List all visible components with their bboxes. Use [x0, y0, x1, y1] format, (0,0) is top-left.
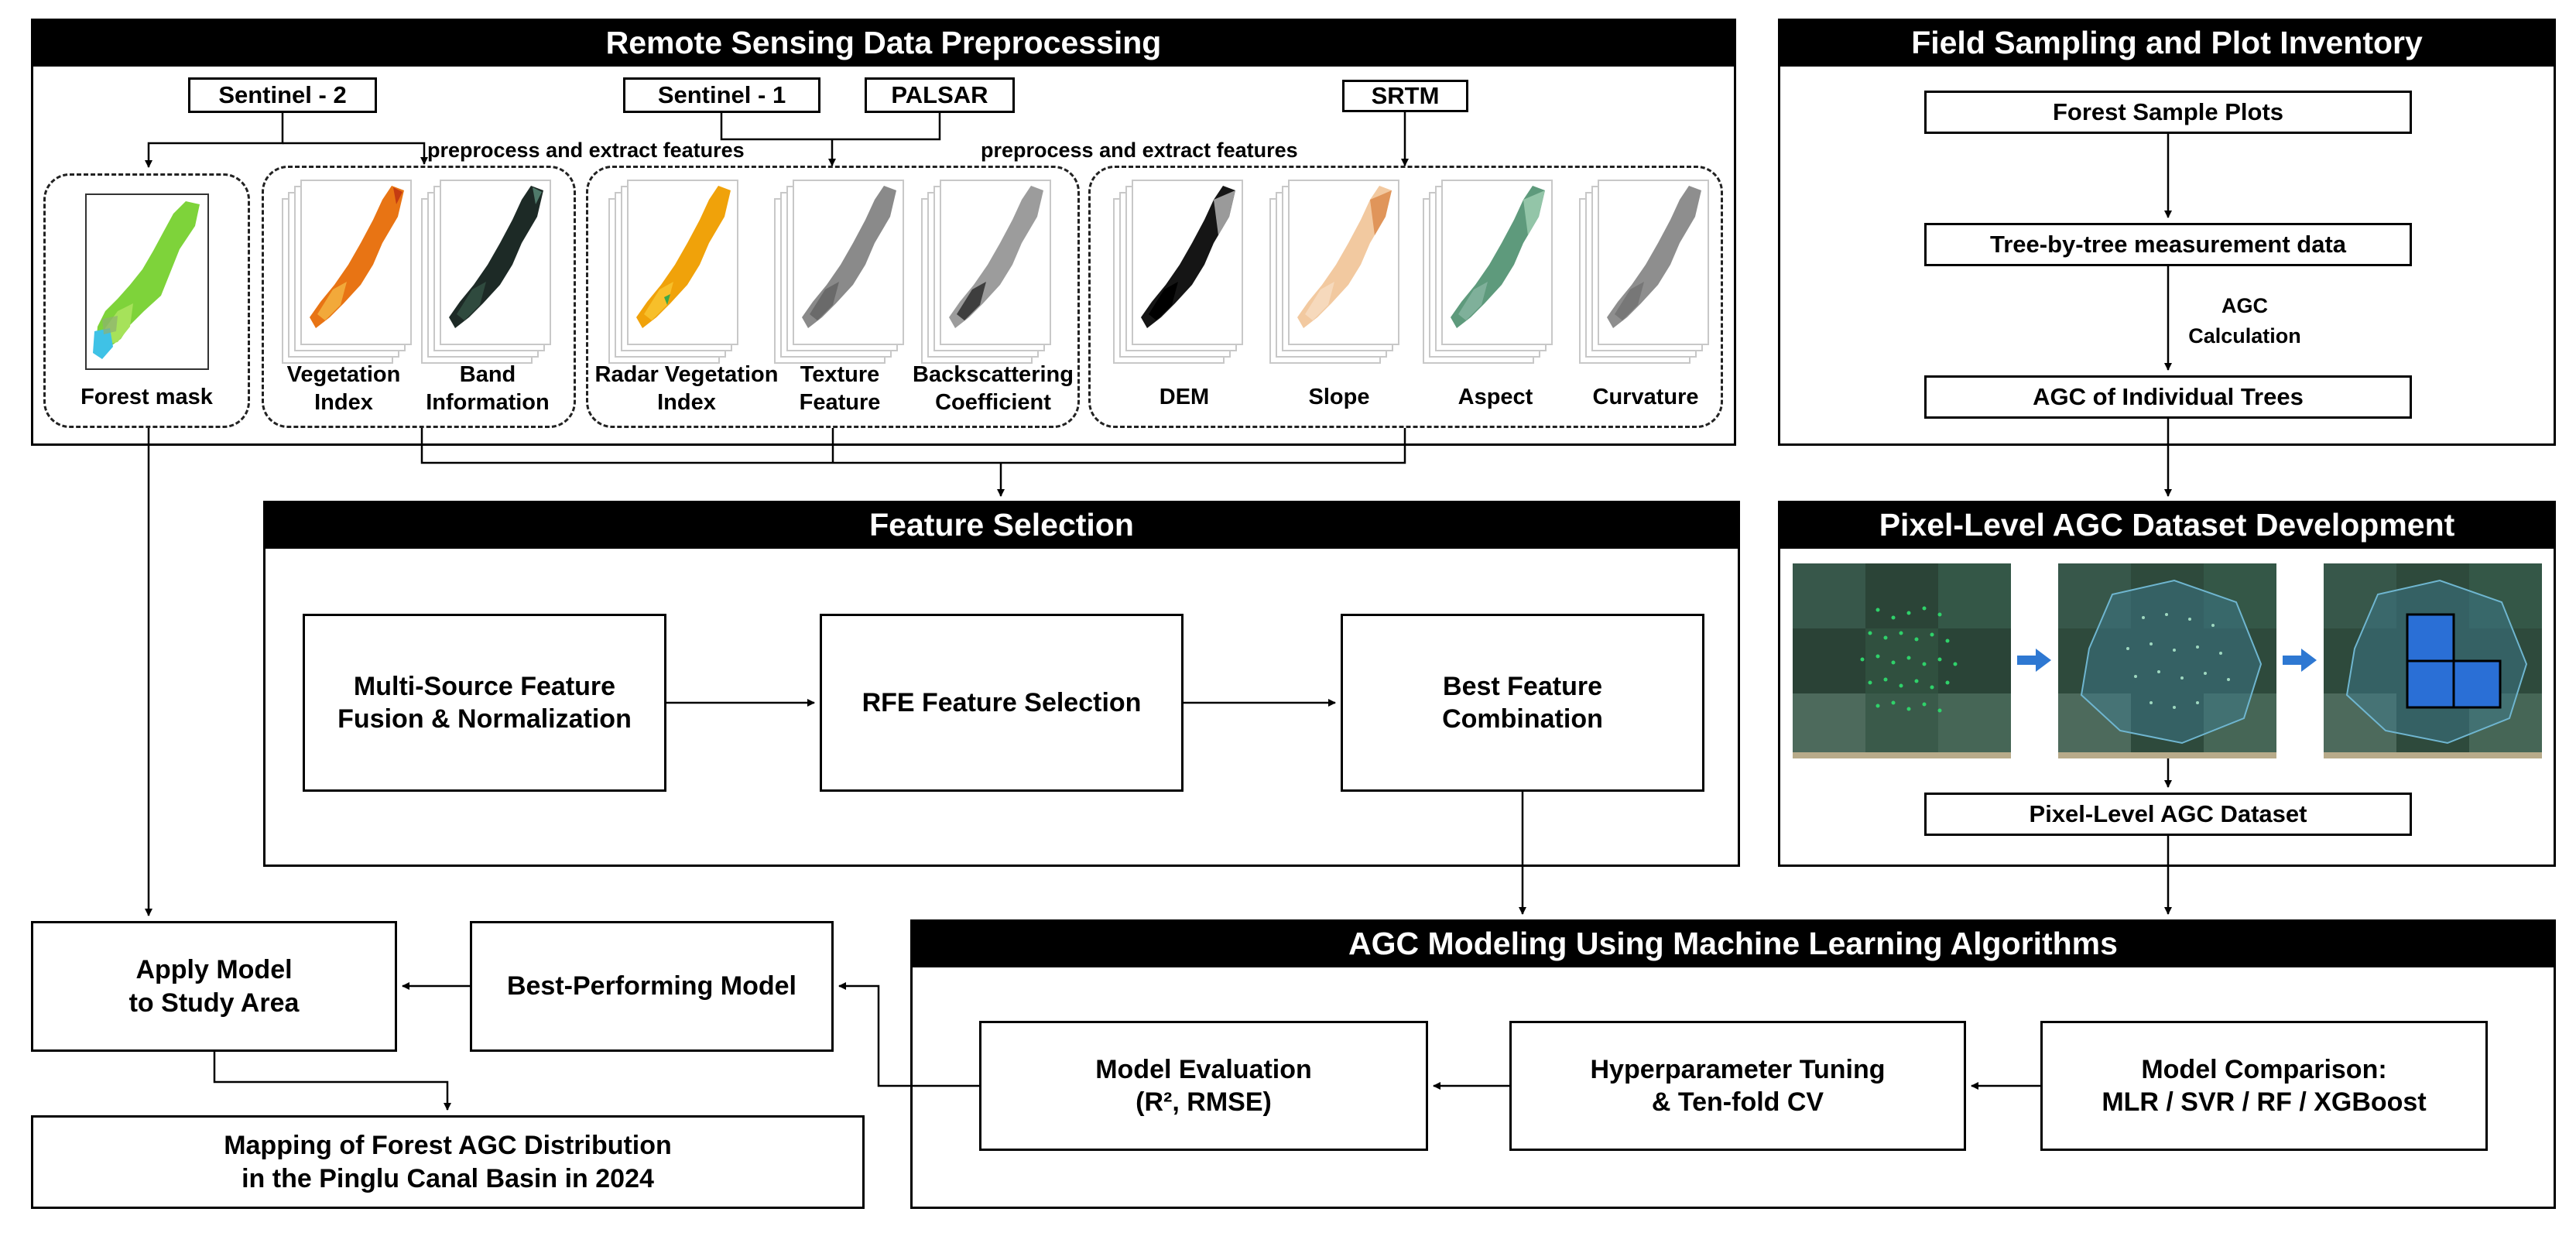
plot-points-image	[1793, 563, 2011, 758]
pixel-grid-image	[2324, 563, 2542, 758]
model-comparison-line1: Model Comparison:	[2141, 1054, 2387, 1084]
preprocess-note-topo: preprocess and extract features	[981, 139, 1298, 162]
forest-mask-label: Forest mask	[80, 385, 213, 409]
pixel-dataset-box: Pixel-Level AGC Dataset	[1924, 793, 2412, 836]
radar-vegetation-index-label: Radar Vegetation Index	[586, 361, 787, 417]
remote-sensing-header: Remote Sensing Data Preprocessing	[31, 19, 1736, 67]
forest-sample-plots-box: Forest Sample Plots	[1924, 91, 2412, 134]
palsar-source-box: PALSAR	[865, 77, 1015, 113]
apply-model-line2: to Study Area	[128, 988, 300, 1018]
model-evaluation-box: Model Evaluation (R², RMSE)	[979, 1021, 1428, 1151]
vegetation-index-stack	[282, 180, 413, 365]
feature-fusion-line1: Multi-Source Feature	[353, 671, 616, 701]
model-comparison-box: Model Comparison: MLR / SVR / RF / XGBoo…	[2040, 1021, 2488, 1151]
texture-feature-line2: Feature	[799, 390, 881, 416]
radar-vegetation-index-line1: Radar Vegetation	[594, 362, 779, 387]
feature-fusion-line2: Fusion & Normalization	[337, 704, 632, 734]
best-feature-combination-line2: Combination	[1442, 704, 1603, 734]
dem-label: DEM	[1159, 385, 1210, 409]
forest-mask-image	[85, 193, 209, 370]
sentinel2-source-box: Sentinel - 2	[188, 77, 377, 113]
model-evaluation-line2: (R², RMSE)	[1136, 1087, 1272, 1117]
sentinel1-source-box: Sentinel - 1	[623, 77, 820, 113]
agc-calculation-label: AGC Calculation	[2167, 291, 2322, 351]
plot-boundary-image	[2058, 563, 2276, 758]
rfe-selection-box: RFE Feature Selection	[820, 614, 1184, 792]
model-comparison-line2: MLR / SVR / RF / XGBoost	[2102, 1087, 2427, 1117]
backscattering-coefficient-label: Backscattering Coefficient	[904, 361, 1082, 417]
backscattering-coefficient-line1: Backscattering	[913, 362, 1074, 387]
best-performing-model-box: Best-Performing Model	[470, 921, 834, 1052]
feature-selection-header: Feature Selection	[263, 501, 1740, 549]
optical-features-group	[262, 166, 576, 428]
terrain-features-group	[1088, 166, 1723, 428]
tree-measurement-box: Tree-by-tree measurement data	[1924, 223, 2412, 266]
field-sampling-header: Field Sampling and Plot Inventory	[1778, 19, 2556, 67]
band-information-label: Band Information	[410, 361, 565, 417]
band-information-line1: Band	[459, 362, 516, 387]
curvature-stack	[1579, 180, 1711, 365]
radar-vegetation-index-line2: Index	[657, 390, 716, 416]
radar-features-group	[586, 166, 1080, 428]
preprocess-note-optical: preprocess and extract features	[427, 139, 745, 162]
best-feature-combination-box: Best Feature Combination	[1341, 614, 1704, 792]
texture-feature-stack	[774, 180, 906, 365]
modeling-header: AGC Modeling Using Machine Learning Algo…	[910, 919, 2556, 967]
texture-feature-label: Texture Feature	[762, 361, 917, 417]
band-information-line2: Information	[426, 390, 550, 416]
best-feature-combination-line1: Best Feature	[1443, 671, 1602, 701]
dem-stack	[1113, 180, 1245, 365]
srtm-source-box: SRTM	[1342, 80, 1468, 112]
texture-feature-line1: Texture	[800, 362, 880, 387]
apply-model-line1: Apply Model	[135, 955, 293, 984]
backscattering-coefficient-line2: Coefficient	[935, 390, 1051, 416]
hyperparameter-tuning-line1: Hyperparameter Tuning	[1590, 1054, 1886, 1084]
apply-model-box: Apply Model to Study Area	[31, 921, 397, 1052]
radar-vegetation-index-stack	[608, 180, 740, 365]
model-evaluation-line1: Model Evaluation	[1095, 1054, 1312, 1084]
vegetation-index-line2: Index	[314, 390, 373, 416]
slope-stack	[1269, 180, 1401, 365]
mapping-line1: Mapping of Forest AGC Distribution	[224, 1131, 672, 1160]
feature-fusion-box: Multi-Source Feature Fusion & Normalizat…	[303, 614, 666, 792]
forest-mask-group	[43, 173, 250, 428]
arrow-right-icon	[2283, 649, 2317, 672]
hyperparameter-tuning-line2: & Ten-fold CV	[1651, 1087, 1824, 1117]
slope-label: Slope	[1308, 385, 1370, 409]
band-information-stack	[421, 180, 553, 365]
vegetation-index-label: Vegetation Index	[266, 361, 421, 417]
aspect-label: Aspect	[1458, 385, 1533, 409]
mapping-box: Mapping of Forest AGC Distribution in th…	[31, 1115, 865, 1209]
vegetation-index-line1: Vegetation	[286, 362, 401, 387]
pixel-level-header: Pixel-Level AGC Dataset Development	[1778, 501, 2556, 549]
agc-individual-trees-box: AGC of Individual Trees	[1924, 375, 2412, 419]
agc-calculation-line2: Calculation	[2188, 324, 2301, 348]
agc-calculation-line1: AGC	[2221, 294, 2268, 317]
arrow-right-icon	[2017, 649, 2051, 672]
curvature-label: Curvature	[1592, 385, 1699, 409]
mapping-line2: in the Pinglu Canal Basin in 2024	[242, 1163, 654, 1193]
aspect-stack	[1423, 180, 1554, 365]
backscattering-coefficient-stack	[921, 180, 1053, 365]
hyperparameter-tuning-box: Hyperparameter Tuning & Ten-fold CV	[1509, 1021, 1966, 1151]
